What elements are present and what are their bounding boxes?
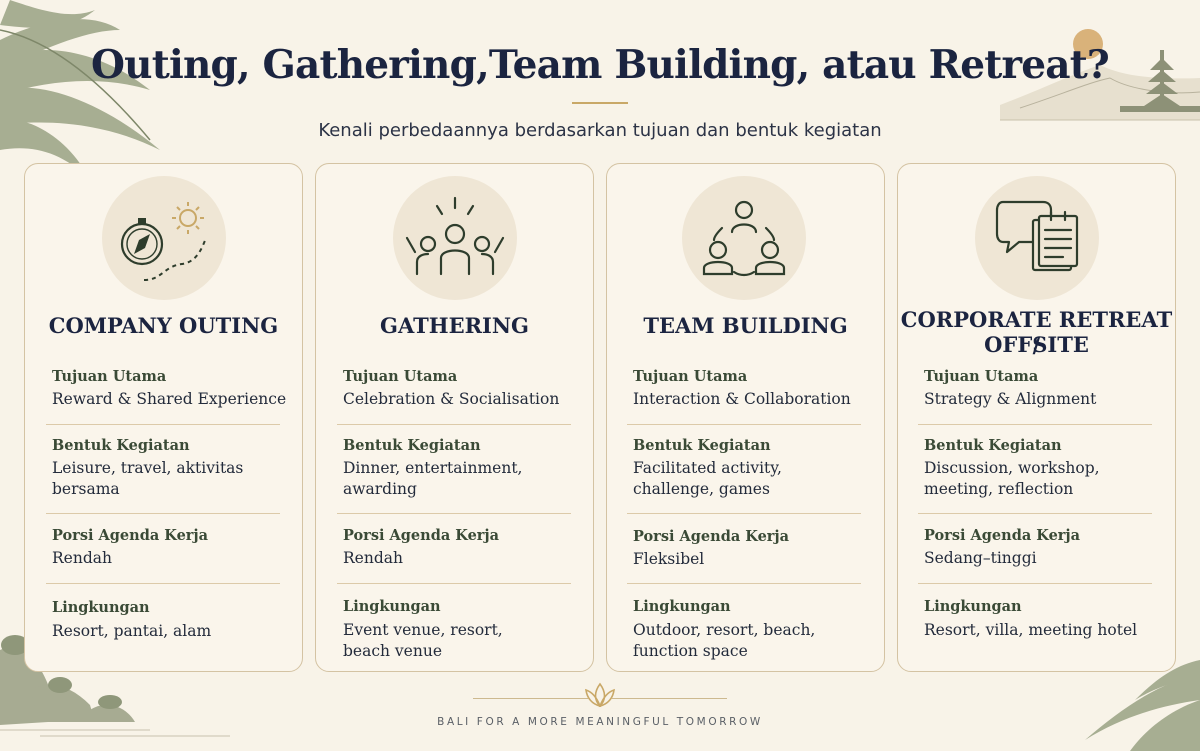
label-goal: Tujuan Utama [52,368,167,385]
footer-rule-right [612,698,727,699]
value-environment: Resort, villa, meeting hotel [924,621,1138,639]
label-agenda: Porsi Agenda Kerja [52,527,209,544]
card-title: TEAM BUILDING [643,313,848,338]
value-activity-line2: meeting, reflection [924,480,1074,498]
label-agenda: Porsi Agenda Kerja [343,527,500,544]
divider [46,583,280,584]
value-environment: Event venue, resort, [343,621,503,639]
temple-landscape-decoration [1000,29,1200,121]
card-title: CORPORATE RETREAT / [900,307,1173,357]
divider [337,583,571,584]
value-agenda: Rendah [52,549,112,567]
label-agenda: Porsi Agenda Kerja [633,528,790,545]
title-divider [572,102,628,104]
value-goal: Strategy & Alignment [924,390,1097,408]
value-activity: Leisure, travel, aktivitas bersama [52,459,244,498]
divider [918,583,1152,584]
divider [337,513,571,514]
value-activity: Discussion, workshop, [924,459,1100,477]
card-title: GATHERING [380,313,529,338]
divider [627,424,861,425]
label-environment: Lingkungan [924,598,1022,615]
icon-badge-retreat [975,176,1099,300]
footer-rule-left [473,698,588,699]
divider [918,424,1152,425]
label-goal: Tujuan Utama [924,368,1039,385]
value-activity-line2: awarding [343,480,417,498]
value-environment: Resort, pantai, alam [52,622,212,640]
value-agenda: Rendah [343,549,403,567]
divider [46,424,280,425]
label-activity: Bentuk Kegiatan [343,437,481,454]
value-goal: Celebration & Socialisation [343,390,560,408]
page-subtitle: Kenali perbedaannya berdasarkan tujuan d… [318,120,882,141]
palm-leaves-decoration-bottom [1085,660,1200,751]
icon-badge-gathering [393,176,517,300]
chat-document-icon [995,200,1079,272]
icon-badge-team-building [682,176,806,300]
label-environment: Lingkungan [52,599,150,616]
value-activity: Facilitated activity, [633,459,782,477]
divider [918,513,1152,514]
label-goal: Tujuan Utama [343,368,458,385]
footer-tagline: BALI FOR A MORE MEANINGFUL TOMORROW [437,716,763,728]
divider [337,424,571,425]
label-activity: Bentuk Kegiatan [52,437,190,454]
value-goal: Interaction & Collaboration [633,390,851,408]
label-activity: Bentuk Kegiatan [633,437,771,454]
divider [627,583,861,584]
value-activity-line2: challenge, games [633,480,770,498]
label-environment: Lingkungan [633,598,731,615]
team-circle-icon [702,200,786,277]
page-title: Outing, Gathering,Team Building, atau Re… [91,42,1110,88]
label-goal: Tujuan Utama [633,368,748,385]
value-environment-line2: function space [633,642,748,660]
celebrating-people-icon [405,196,505,276]
value-agenda: Sedang–tinggi [924,549,1037,567]
compass-sun-icon [120,202,207,281]
lotus-icon [585,682,615,708]
label-agenda: Porsi Agenda Kerja [924,527,1081,544]
value-activity: Dinner, entertainment, [343,459,523,477]
card-title-line2: OFFSITE [984,332,1089,357]
value-goal: Reward & Shared Experience [52,390,287,408]
divider [46,513,280,514]
value-environment-line2: beach venue [343,642,442,660]
coastal-cliff-decoration [0,635,230,737]
palm-leaves-decoration [0,0,160,180]
value-agenda: Fleksibel [633,550,705,568]
label-environment: Lingkungan [343,598,441,615]
card-title: COMPANY OUTING [48,313,279,338]
value-environment: Outdoor, resort, beach, [633,621,816,639]
divider [627,513,861,514]
label-activity: Bentuk Kegiatan [924,437,1062,454]
icon-badge-outing [102,176,226,300]
